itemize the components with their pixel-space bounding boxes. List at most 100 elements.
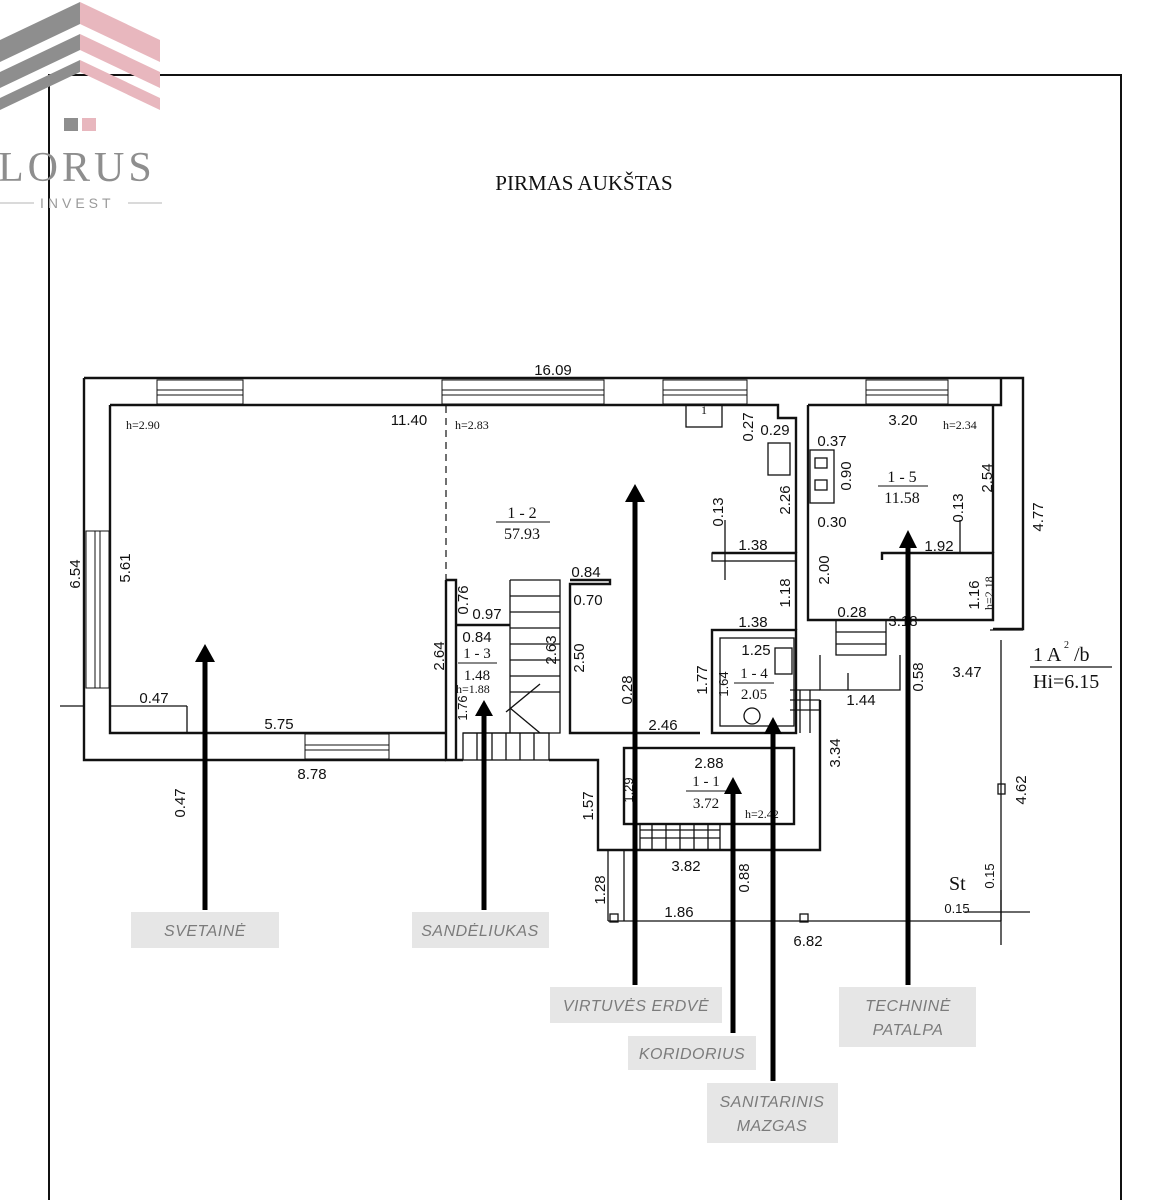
dim-16-09: 16.09 [534,362,572,379]
dim-6-54: 6.54 [67,559,84,588]
dim-0-47-b: 0.47 [172,788,189,817]
stamp-line1b: /b [1074,644,1090,666]
dim-2-26: 2.26 [777,485,794,514]
label-koridorius: KORIDORIUS [639,1046,745,1063]
label-sanitarinis: SANITARINIS [720,1094,825,1111]
height-3: h=2.34 [943,418,977,432]
room-1-2-area: 57.93 [504,526,540,543]
ceiling-heights: h=2.90 h=2.83 h=2.34 h=2.18 h=1.88 h=2.4… [126,418,996,821]
dim-0-27: 0.27 [740,412,757,441]
room-labels: 1 - 2 57.93 1 - 3 1.48 1 - 4 2.05 1 - 5 … [458,403,928,812]
dim-5-75: 5.75 [264,716,293,733]
dim-3-18: 3.18 [888,613,917,630]
dim-2-50: 2.50 [571,643,588,672]
stamp-st: St [949,873,966,895]
dim-1-76: 1.76 [455,695,470,720]
callout-labels: SVETAINĖ SANDĖLIUKAS VIRTUVĖS ERDVĖ KORI… [131,912,976,1143]
dim-2-64: 2.64 [431,641,448,670]
dim-2-88: 2.88 [694,755,723,772]
room-1-5-area: 11.58 [884,490,919,507]
dim-0-15-b: 0.15 [944,901,969,916]
wc-symbol: 1 [701,403,707,417]
dim-1-28: 1.28 [592,875,609,904]
logo-house-icon [0,2,160,131]
dim-11-40: 11.40 [391,412,427,429]
dimensions: 16.09 11.40 3.20 6.54 5.61 0.47 5.75 8.7… [67,362,1047,950]
stamp-sup: 2 [1064,640,1069,651]
dim-0-30: 0.30 [817,514,846,531]
dim-0-28-b: 0.28 [619,675,636,704]
dim-0-88: 0.88 [736,863,753,892]
dim-3-82: 3.82 [671,858,700,875]
height-2: h=2.83 [455,418,489,432]
dim-0-28-a: 0.28 [837,604,866,621]
stamp-line2: Hi=6.15 [1033,671,1099,693]
dim-1-57: 1.57 [580,791,597,820]
plan-stamp: 1 A 2 /b Hi=6.15 St [949,640,1112,895]
stamp-line1: 1 A [1033,644,1062,666]
room-1-4-area: 2.05 [741,687,767,703]
dim-4-62: 4.62 [1013,775,1030,804]
dim-2-00: 2.00 [816,555,833,584]
dim-2-63: 2.63 [543,635,560,664]
dim-1-86: 1.86 [664,904,693,921]
pointer-arrows [195,484,917,1081]
height-5: h=1.88 [456,682,490,696]
room-1-2-id: 1 - 2 [507,505,536,522]
dim-2-54: 2.54 [979,463,996,492]
sheet-frame [48,74,1122,1200]
dim-1-92: 1.92 [924,538,953,555]
dim-0-76: 0.76 [455,585,472,614]
height-4: h=2.18 [982,576,996,610]
dim-4-77: 4.77 [1030,502,1047,531]
walls [82,376,1030,945]
label-virtuves-erdve: VIRTUVĖS ERDVĖ [563,996,709,1015]
room-1-3-id: 1 - 3 [463,646,491,662]
logo-sub: INVEST [40,195,115,211]
room-1-1-id: 1 - 1 [692,774,720,790]
dim-1-16: 1.16 [966,580,983,609]
dim-0-37: 0.37 [817,433,846,450]
dim-1-64: 1.64 [716,671,731,696]
dim-3-20: 3.20 [888,412,917,429]
dim-0-84-a: 0.84 [571,564,600,581]
room-1-5-id: 1 - 5 [887,469,916,486]
logo-name: LORUS [0,145,156,191]
dim-3-34: 3.34 [827,738,844,767]
dim-0-90: 0.90 [838,461,855,490]
dim-1-38-b: 1.38 [738,614,767,631]
plan-title: PIRMAS AUKŠTAS [495,171,672,195]
height-1: h=2.90 [126,418,160,432]
dim-0-13-b: 0.13 [950,493,967,522]
dimension-arrows [60,520,1023,733]
dim-1-25: 1.25 [741,642,770,659]
dim-0-47-a: 0.47 [139,690,168,707]
room-1-1-area: 3.72 [693,796,719,812]
dim-0-97: 0.97 [472,606,501,623]
label-mazgas: MAZGAS [737,1118,808,1135]
dim-1-29: 1.29 [621,777,636,802]
dim-3-47: 3.47 [952,664,981,681]
dim-2-46: 2.46 [648,717,677,734]
dim-0-58: 0.58 [910,662,927,691]
dim-1-77: 1.77 [694,665,711,694]
dim-5-61: 5.61 [117,553,134,582]
dim-0-15-a: 0.15 [982,863,997,888]
label-svetaine: SVETAINĖ [164,921,246,940]
label-technine: TECHNINĖ [865,996,951,1015]
height-6: h=2.42 [745,807,779,821]
dim-8-78: 8.78 [297,766,326,783]
dim-0-13-a: 0.13 [710,497,727,526]
dim-0-84-b: 0.84 [462,629,491,646]
dim-6-82: 6.82 [793,933,822,950]
label-patalpa: PATALPA [873,1022,944,1039]
room-1-4-id: 1 - 4 [740,666,768,682]
dim-1-44: 1.44 [846,692,875,709]
dim-1-38-a: 1.38 [738,537,767,554]
dim-0-29: 0.29 [760,422,789,439]
room-1-3-area: 1.48 [464,668,490,684]
label-sandeliukas: SANDĖLIUKAS [421,921,539,940]
logo: LORUS INVEST [0,2,162,211]
dim-1-18: 1.18 [777,578,794,607]
